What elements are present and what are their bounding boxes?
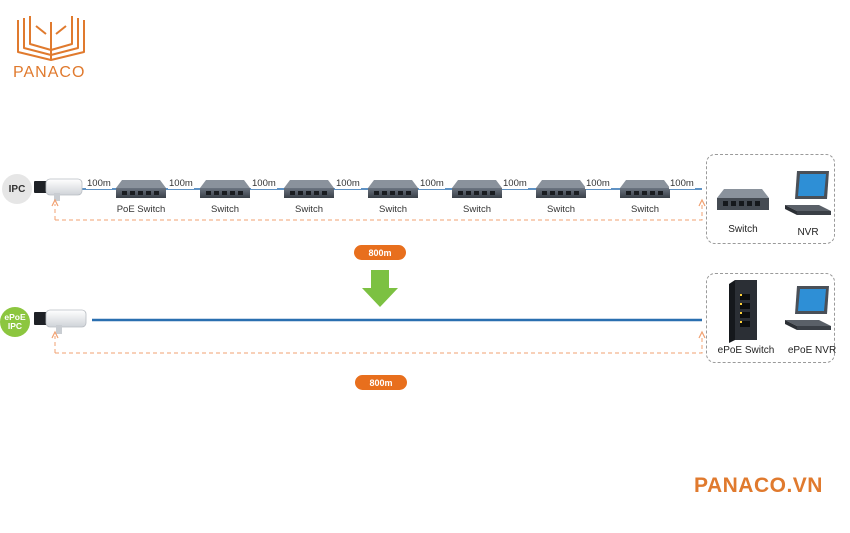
switch-icon-7 bbox=[620, 180, 670, 198]
distance-label: 100m bbox=[502, 178, 528, 189]
badge-line: IPC bbox=[7, 321, 23, 331]
top-end-box: Switch NVR bbox=[706, 154, 835, 244]
switch-icon bbox=[717, 189, 769, 210]
top-switches bbox=[116, 180, 670, 198]
switch-icon-4 bbox=[368, 180, 418, 198]
logo-text: PANACO bbox=[13, 64, 86, 81]
switch-icon-6 bbox=[536, 180, 586, 198]
bottom-dashed-line bbox=[54, 336, 703, 354]
box-switch-label: Switch bbox=[728, 224, 758, 235]
top-dashed-line bbox=[54, 204, 703, 221]
bottom-end-box: ePoE Switch ePoE NVR bbox=[706, 273, 836, 363]
box-epoe-switch-label: ePoE Switch bbox=[717, 345, 775, 356]
switch-label: Switch bbox=[379, 204, 407, 215]
ipc-camera-icon bbox=[34, 178, 83, 201]
brand-url: PANACO.VN bbox=[694, 474, 823, 497]
distance-label: 100m bbox=[669, 178, 695, 189]
ipc-badge: IPC bbox=[2, 174, 32, 204]
distance-label: 100m bbox=[585, 178, 611, 189]
epoe-ipc-camera-icon bbox=[34, 309, 87, 334]
epoe-ipc-badge: ePoE IPC bbox=[0, 307, 30, 337]
distance-label: 100m bbox=[419, 178, 445, 189]
distance-pill: 800m bbox=[354, 245, 406, 260]
switch-label: PoE Switch bbox=[116, 204, 166, 215]
switch-icon-1 bbox=[116, 180, 166, 198]
epoe-nvr-monitor-icon bbox=[785, 286, 831, 330]
distance-label: 100m bbox=[168, 178, 194, 189]
switch-label: Switch bbox=[547, 204, 575, 215]
epoe-switch-icon bbox=[729, 280, 757, 343]
switch-label: Switch bbox=[211, 204, 239, 215]
distance-label: 100m bbox=[251, 178, 277, 189]
switch-label: Switch bbox=[631, 204, 659, 215]
down-arrow-icon bbox=[362, 270, 398, 307]
switch-label: Switch bbox=[295, 204, 323, 215]
box-nvr-label: NVR bbox=[797, 227, 819, 238]
distance-pill: 800m bbox=[355, 375, 407, 390]
nvr-monitor-icon bbox=[785, 171, 831, 215]
badge-line: ePoE bbox=[4, 312, 26, 322]
switch-icon-3 bbox=[284, 180, 334, 198]
distance-label: 100m bbox=[335, 178, 361, 189]
switch-icon-5 bbox=[452, 180, 502, 198]
switch-icon-2 bbox=[200, 180, 250, 198]
panaco-logo-icon bbox=[17, 16, 85, 61]
switch-label: Switch bbox=[463, 204, 491, 215]
box-epoe-nvr-label: ePoE NVR bbox=[787, 345, 837, 356]
distance-label: 100m bbox=[86, 178, 112, 189]
